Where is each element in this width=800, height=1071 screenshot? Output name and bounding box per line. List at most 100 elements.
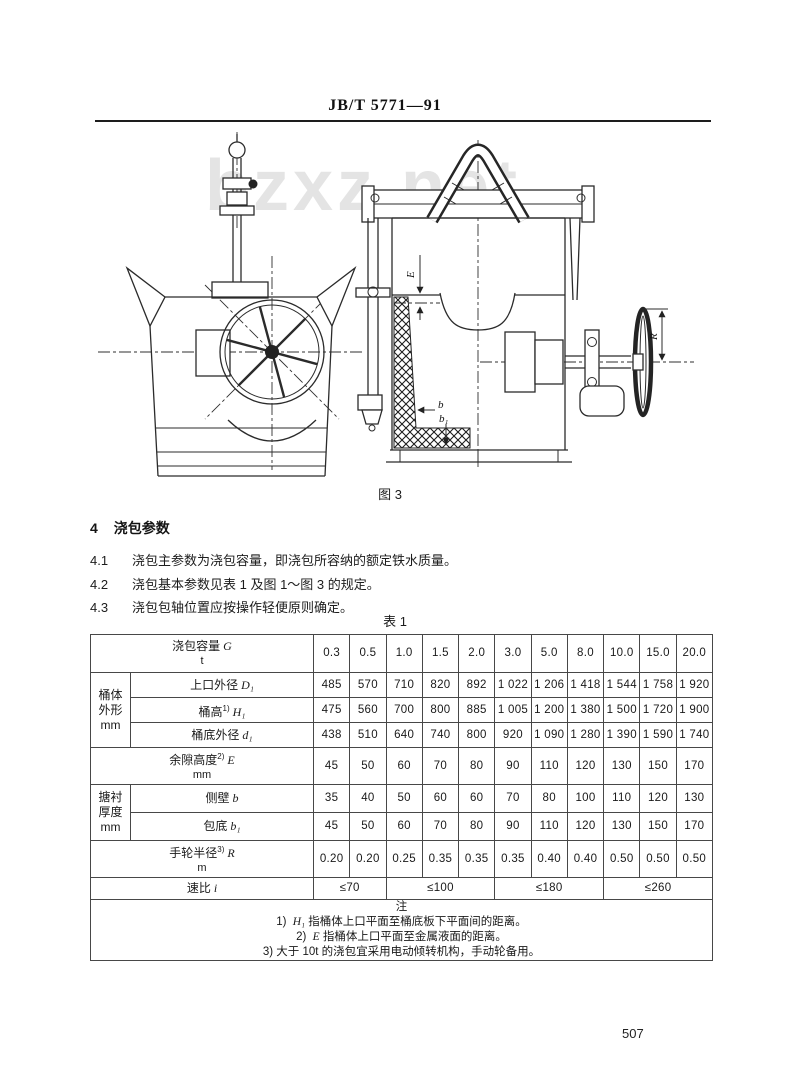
table-cell: 1 544 <box>603 672 641 698</box>
table-cell: 710 <box>385 672 423 698</box>
figure-side-section-view: E R b b₁ <box>355 140 694 470</box>
table-cell: 0.35 <box>421 840 460 878</box>
table-cell: 1 380 <box>566 697 605 723</box>
table-cell: 150 <box>639 747 677 785</box>
table-cell: 60 <box>385 747 423 785</box>
table-cell: 10.0 <box>603 634 641 673</box>
table-caption: 表 1 <box>383 614 407 629</box>
table-cell: 0.3 <box>312 634 351 673</box>
figure-front-view <box>98 132 362 477</box>
table-cell: 15.0 <box>639 634 677 673</box>
table-cell: 45 <box>312 747 351 785</box>
table-cell: 130 <box>603 747 641 785</box>
table-cell: 740 <box>421 722 460 748</box>
clamp-bolt <box>248 179 258 189</box>
table-cell: 60 <box>458 784 496 813</box>
table-cell: 0.50 <box>639 840 677 878</box>
row-label: 桶高1)H₁ <box>130 697 314 723</box>
clause-4-3: 4.3 浇包包轴位置应按操作轻便原则确定。 <box>90 597 353 616</box>
clause-number: 4.2 <box>90 577 109 592</box>
table-cell: 170 <box>675 812 714 841</box>
table-cell: 50 <box>349 747 387 785</box>
table-cell: 70 <box>421 812 460 841</box>
ladle-technical-drawing: bzxz.net <box>98 132 694 477</box>
table-cell: 570 <box>349 672 387 698</box>
table-cell: 5.0 <box>530 634 568 673</box>
svg-text:E: E <box>405 271 417 279</box>
clause-text: 浇包主参数为浇包容量，即浇包所容纳的额定铁水质量。 <box>132 553 458 568</box>
table-cell: 438 <box>312 722 351 748</box>
row-label-handwheel: 手轮半径3)R m <box>90 840 314 878</box>
left-spout <box>125 266 166 328</box>
table-cell: 3.0 <box>494 634 532 673</box>
table-cell: 1 740 <box>675 722 714 748</box>
table-cell: 700 <box>385 697 423 723</box>
table-cell: 510 <box>349 722 387 748</box>
table-cell: 0.20 <box>312 840 351 878</box>
table-cell: 1 500 <box>603 697 641 723</box>
table-cell: 110 <box>603 784 641 813</box>
table-notes-row: 注 1) H₁ 指桶体上口平面至桶底板下平面间的距离。 2) E 指桶体上口平面… <box>90 899 713 961</box>
svg-text:R: R <box>648 333 660 341</box>
table-cell: 2.0 <box>458 634 496 673</box>
table-notes: 注 1) H₁ 指桶体上口平面至桶底板下平面间的距离。 2) E 指桶体上口平面… <box>90 899 713 961</box>
clause-text: 浇包包轴位置应按操作轻便原则确定。 <box>132 600 354 615</box>
table-cell: 80 <box>458 747 496 785</box>
table-cell: 560 <box>349 697 387 723</box>
table-cell: 0.5 <box>349 634 387 673</box>
table-cell: 35 <box>312 784 351 813</box>
header-rule <box>95 120 711 122</box>
table-cell: 0.25 <box>385 840 423 878</box>
svg-text:b₁: b₁ <box>439 413 449 425</box>
table-cell: 120 <box>566 812 605 841</box>
table-cell: 1 022 <box>494 672 532 698</box>
note-item: 3) 大于 10t 的浇包宜采用电动倾转机构，手动轮备用。 <box>262 946 541 958</box>
standard-number-header: JB/T 5771—91 <box>328 97 442 114</box>
right-spout <box>316 266 357 328</box>
table-cell: 1.0 <box>385 634 423 673</box>
table-cell: 40 <box>349 784 387 813</box>
table-cell: ≤100 <box>385 877 496 900</box>
table-cell: 50 <box>349 812 387 841</box>
trunnion-gearbox <box>195 329 231 377</box>
handwheel-front-icon <box>219 299 325 405</box>
table-cell: 485 <box>312 672 351 698</box>
dimension-b: b <box>417 399 444 414</box>
table-cell: 1 920 <box>675 672 714 698</box>
table-cell: ≤180 <box>494 877 605 900</box>
table-cell: 1 280 <box>566 722 605 748</box>
table-cell: 800 <box>458 722 496 748</box>
table-cell: 640 <box>385 722 423 748</box>
table-cell: 0.35 <box>458 840 496 878</box>
table-cell: 120 <box>639 784 677 813</box>
table-cell: 110 <box>530 812 568 841</box>
table-cell: 475 <box>312 697 351 723</box>
table-cell: 820 <box>421 672 460 698</box>
table-cell: 70 <box>421 747 460 785</box>
table-cell: 120 <box>566 747 605 785</box>
clause-number: 4.3 <box>90 600 109 615</box>
table-cell: 110 <box>530 747 568 785</box>
table-cell: 800 <box>421 697 460 723</box>
table-cell: 80 <box>458 812 496 841</box>
table-cell: 90 <box>494 747 532 785</box>
note-item: 1) H₁ 指桶体上口平面至桶底板下平面间的距离。 <box>276 916 527 928</box>
table-cell: 1 200 <box>530 697 568 723</box>
table-cell: 90 <box>494 812 532 841</box>
table-cell: 1 590 <box>639 722 677 748</box>
